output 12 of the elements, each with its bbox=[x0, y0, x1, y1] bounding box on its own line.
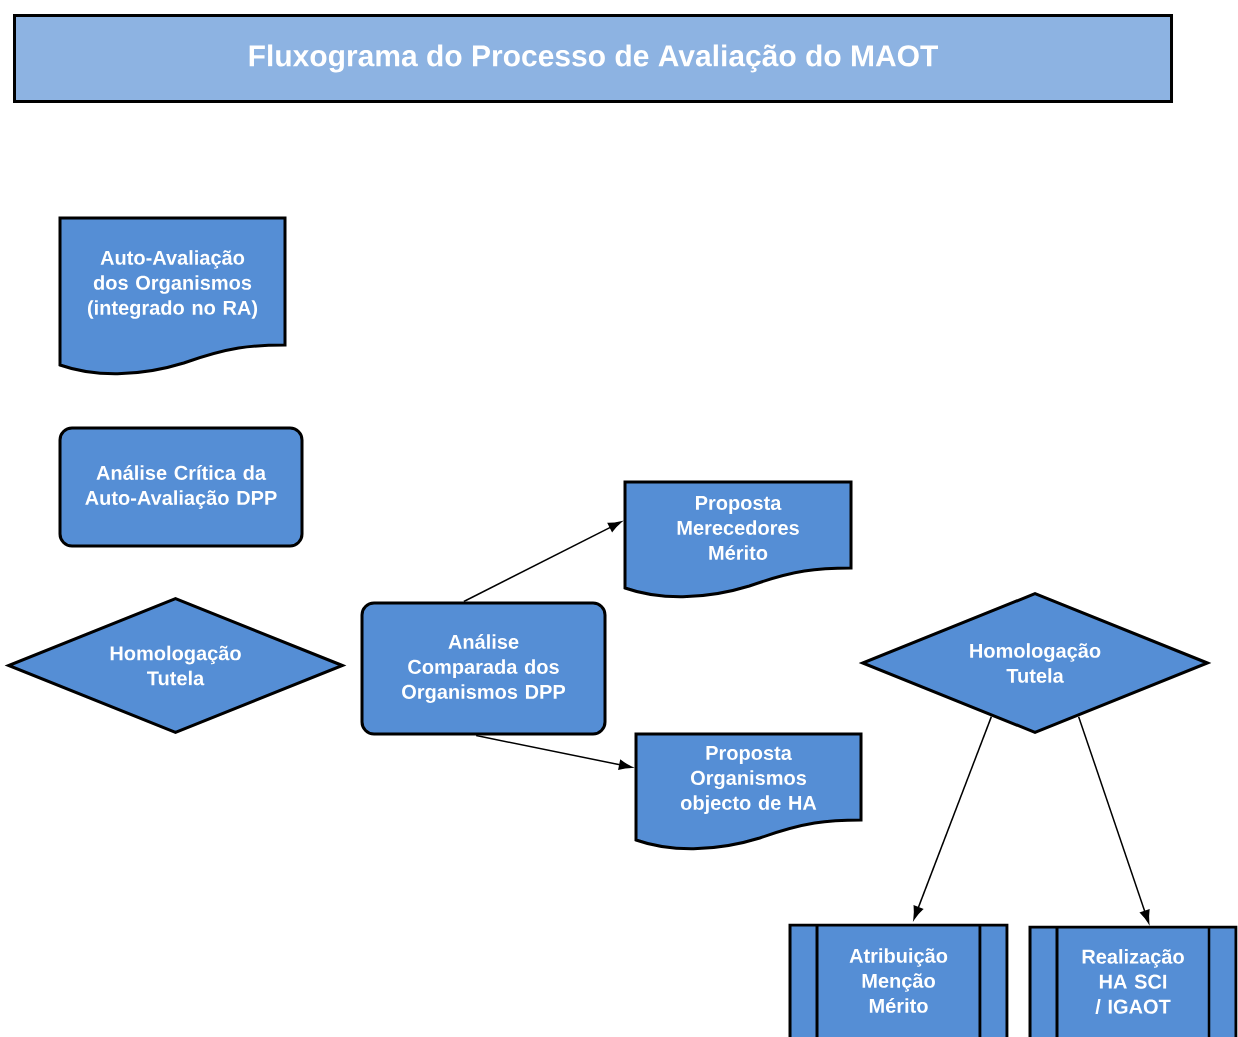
title-box: Fluxograma do Processo de Avaliação do MAOT bbox=[13, 14, 1173, 103]
document-box: Proposta Organismos objecto de HA bbox=[634, 732, 863, 851]
process-box: Análise Comparada dos Organismos DPP bbox=[360, 601, 607, 736]
arrow bbox=[475, 734, 633, 770]
document-box: Auto-Avaliação dos Organismos (integrado no RA) bbox=[58, 216, 287, 376]
predefined-process-box: Atribuição Menção Mérito bbox=[788, 923, 1009, 1037]
arrow bbox=[1077, 715, 1150, 924]
predefined-process-box: Realização HA SCI / IGAOT bbox=[1028, 925, 1238, 1037]
document-box: Proposta Merecedores Mérito bbox=[623, 480, 853, 599]
arrow bbox=[463, 521, 622, 603]
process-box: Análise Crítica da Auto-Avaliação DPP bbox=[58, 426, 304, 548]
arrow bbox=[913, 715, 993, 920]
